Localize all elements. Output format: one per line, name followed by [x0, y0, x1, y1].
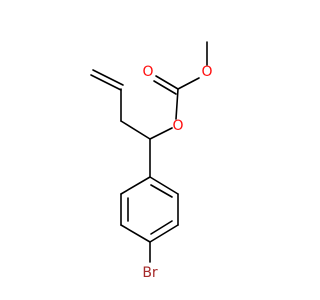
ring-inner-bond-a [150, 184, 173, 198]
bond-oester-carbonyl-c [175, 88, 179, 120]
atom-o-methoxy: O [201, 64, 212, 80]
bond-carbonyl-omethoxy [177, 77, 200, 90]
bond-ch2-chiral [120, 120, 151, 140]
bond-chiral-oester [149, 127, 173, 140]
ring-bond-3 [149, 224, 179, 243]
atom-o-ester: O [172, 118, 183, 134]
bond-vinyl-double-a [90, 74, 122, 91]
molecule-canvas: O O O Br [90, 41, 213, 281]
ring-bond-1 [149, 176, 179, 195]
ring-bond-4 [120, 224, 151, 243]
bond-carbonyl-double-b [153, 80, 177, 95]
ring-inner-bond-b [150, 220, 173, 235]
ring-bond-6 [120, 176, 151, 195]
atom-br: Br [142, 265, 158, 281]
structure-diagram: O O O Br [90, 41, 213, 281]
bond-vinyl-double-b [92, 69, 124, 86]
atom-o-carbonyl: O [142, 64, 153, 80]
bond-carbonyl-double-a [155, 75, 179, 90]
